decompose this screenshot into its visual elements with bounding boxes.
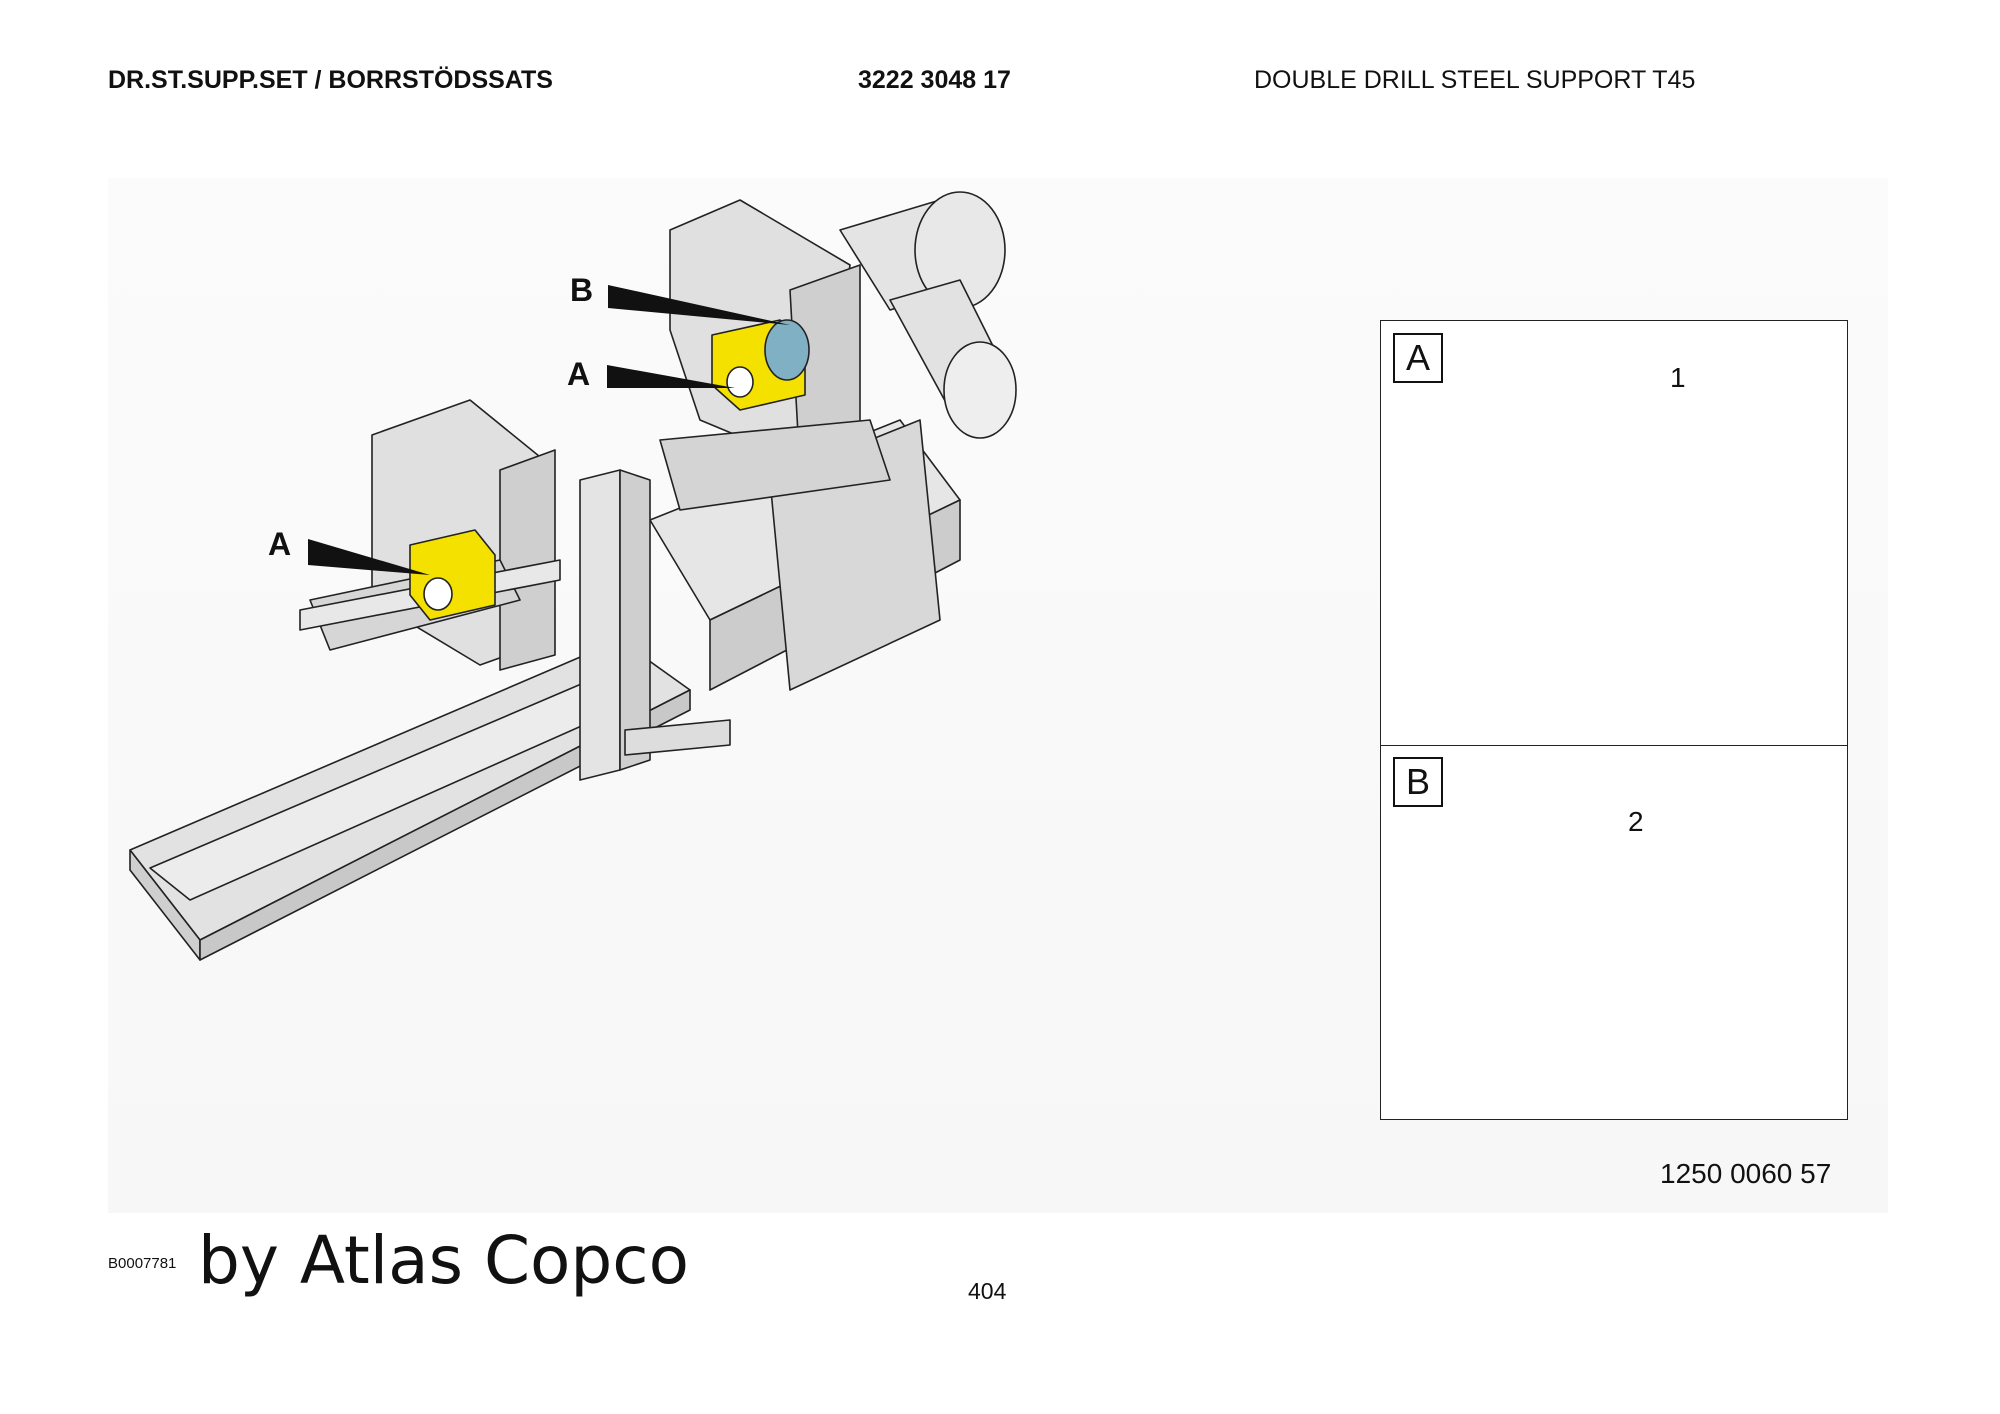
detail-divider	[1381, 745, 1847, 746]
pipe-end	[943, 341, 1017, 439]
header-title: DR.ST.SUPP.SET / BORRSTÖDSSATS	[108, 66, 553, 94]
support-post-side	[619, 469, 651, 771]
detail-b-label: B	[1393, 757, 1443, 807]
upper-washer	[764, 319, 810, 381]
callout-label-b: B	[570, 272, 594, 308]
callout-label-a-upper: A	[567, 356, 591, 392]
feed-beam-bottom	[199, 689, 691, 961]
cross-bar	[624, 719, 731, 756]
header-part-code: 3222 3048 17	[858, 66, 1011, 94]
image-code: B0007781	[108, 1255, 177, 1272]
detail-panel: A B	[1380, 320, 1848, 1120]
upper-bushing-bore	[726, 366, 754, 398]
lower-bushing-bore	[423, 577, 453, 611]
callout-arrow-a-top	[607, 365, 735, 388]
feed-beam-groove	[149, 675, 641, 901]
item-number-1: 1	[1670, 362, 1686, 393]
upper-base	[659, 419, 891, 511]
part-number: 1250 0060 57	[1660, 1158, 1832, 1189]
lower-bushing	[409, 529, 496, 621]
watermark-text: by Atlas Copco	[198, 1222, 689, 1299]
item-number-2: 2	[1628, 806, 1644, 837]
support-post	[579, 469, 621, 781]
callout-arrow-b	[608, 285, 790, 325]
lower-support-side	[499, 449, 556, 671]
detail-a-label: A	[1393, 333, 1443, 383]
callout-label-a-lower: A	[268, 526, 292, 562]
header-description: DOUBLE DRILL STEEL SUPPORT T45	[1254, 66, 1696, 94]
callout-arrow-a-left	[308, 539, 430, 575]
page-number: 404	[968, 1278, 1007, 1304]
